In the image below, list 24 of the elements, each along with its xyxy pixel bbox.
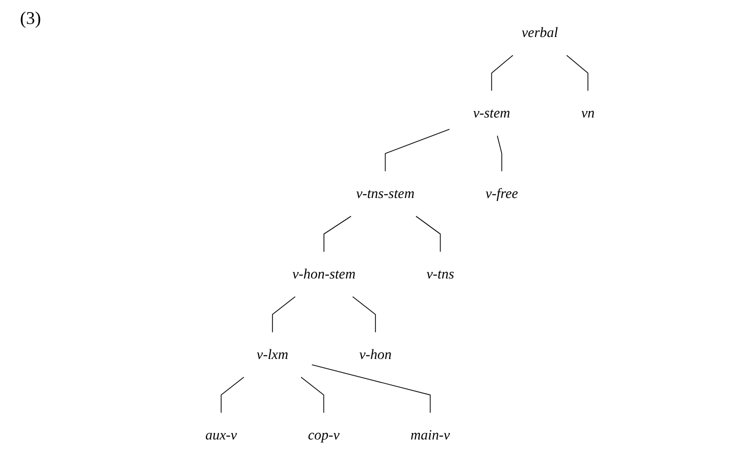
node-text: v-stem: [473, 104, 510, 121]
node-text: v-tns-stem: [356, 185, 414, 202]
connector: [384, 128, 450, 172]
connector: [300, 376, 324, 414]
node-text: v-hon-stem: [292, 266, 356, 282]
connector: [416, 216, 441, 252]
connector: [312, 364, 431, 414]
connector: [491, 54, 514, 92]
node-text: v-hon: [359, 346, 392, 362]
connector: [220, 376, 244, 414]
node-text: vn: [581, 104, 595, 121]
connector: [324, 216, 352, 252]
node-text: cop-v: [308, 426, 340, 443]
connector: [272, 296, 296, 333]
node-text: v-lxm: [256, 346, 288, 362]
node-text: v-tns: [426, 266, 454, 282]
node-text: aux-v: [205, 426, 237, 443]
connector: [566, 54, 588, 92]
example-number: (3): [20, 8, 41, 29]
connector: [352, 296, 376, 333]
connector: [496, 135, 502, 172]
node-text: v-free: [485, 185, 518, 202]
node-text: verbal: [522, 24, 558, 40]
node-text: main-v: [410, 426, 450, 443]
